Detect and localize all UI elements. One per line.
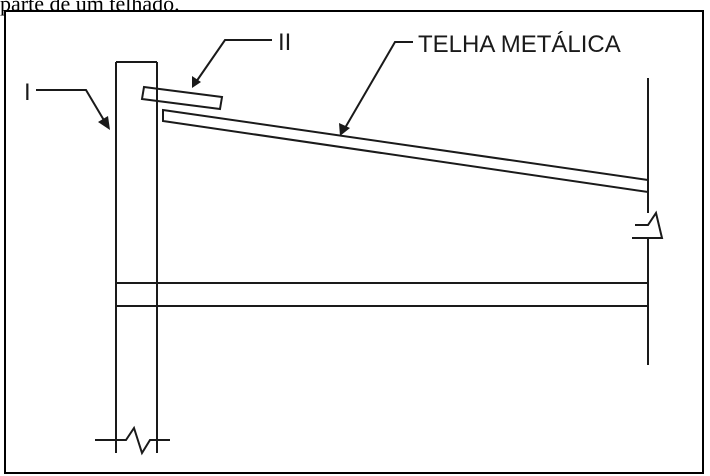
label-ii: II <box>278 29 291 56</box>
leader-line-ii <box>195 39 272 83</box>
label-roof-sheet: TELHA METÁLICA <box>418 31 621 58</box>
right-wall-break-symbol <box>632 210 664 239</box>
arrowhead-ii <box>192 76 201 88</box>
arrowhead-i <box>98 116 110 130</box>
label-i: I <box>24 79 31 106</box>
diagram-frame <box>4 10 704 474</box>
arrowhead-roof <box>339 123 350 136</box>
leader-line-roof <box>344 41 413 129</box>
column-break-symbol <box>95 425 170 456</box>
metal-roof-sheet <box>162 108 649 194</box>
flashing-piece-ii <box>140 85 224 111</box>
leader-line-i <box>36 89 106 123</box>
